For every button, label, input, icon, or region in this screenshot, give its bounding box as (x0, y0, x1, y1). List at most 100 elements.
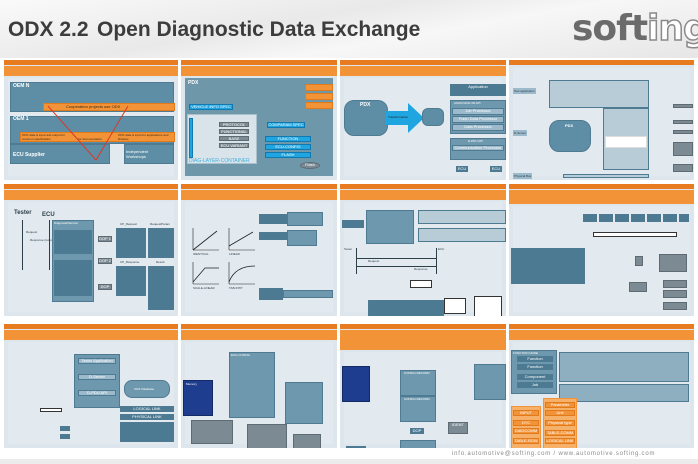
tester-app-box: Tester Application (78, 358, 116, 364)
vehicle-info-box: VEHICLE INFO SPEC (189, 104, 233, 110)
param-struct-box (474, 296, 502, 316)
pdx-db (549, 120, 591, 152)
container-label: DIAG-LAYER-CONTAINER (189, 158, 250, 164)
encoding-box-7 (679, 214, 689, 222)
panel-computation-methods: IDENTICAL LINEAR SCALE-LINEAR TAB-INTP (181, 184, 337, 316)
responses-group (54, 260, 92, 296)
right-block (659, 254, 687, 272)
request-arrow (356, 258, 436, 259)
vertical-bar (189, 118, 193, 158)
dpdu-box: D-PDU API (78, 390, 116, 396)
tab-intp-graph (228, 262, 256, 285)
test-app-box (549, 80, 649, 108)
center-small (635, 256, 643, 266)
protocol-box: PROTOCOL (219, 122, 249, 127)
right-config (285, 382, 323, 424)
logo-dark-part: soft (572, 8, 648, 49)
panel-description (4, 66, 178, 76)
linear-label: LINEAR (229, 252, 240, 256)
connector-box (40, 408, 62, 412)
orange-box-2 (305, 93, 333, 100)
odx-input-banner (20, 132, 175, 142)
right-config-record (474, 364, 506, 400)
ecu-config-box (229, 352, 275, 418)
physical-bus-bar (563, 174, 649, 178)
table-row-box: TABLE-ROW (513, 438, 539, 444)
application-box: Application (450, 84, 506, 96)
center-block (629, 282, 647, 292)
result-box (148, 266, 174, 310)
table-comm-box: TABLE-COMM (545, 430, 575, 436)
logical-link-box: LOGICAL LINK (120, 406, 174, 412)
diagcomm-box: DIAGCOMM (513, 428, 539, 434)
panel-diagnostic-service: Tester ECU Request Response (responded) … (4, 184, 178, 316)
dpdu-label: D-PDU API (468, 139, 484, 143)
contact-footer: info.automotive@softing.com / www.automo… (452, 451, 656, 457)
linear-graph-2 (228, 228, 255, 251)
response-arrow (356, 266, 436, 267)
pdx-label: PDX (188, 80, 199, 86)
func-dict-box: FUNCTION DICTIONARY (265, 136, 311, 142)
sub-box-1 (60, 426, 70, 431)
panel-config-record: CONFIG-RECORD CONFIG-RECORD DOP IDENT (340, 324, 506, 448)
encoding-box-1 (583, 214, 597, 222)
request-label: Request (26, 230, 38, 234)
function-node-label: FUNCTION NODE (513, 351, 538, 355)
base-variant-box: BASE VARIANT (219, 136, 249, 141)
side-box-4 (673, 142, 693, 156)
flash-box: FLASH (265, 152, 311, 158)
bottom-bar (0, 459, 698, 464)
bottom-box-1 (191, 420, 233, 444)
component-box: Component (517, 374, 553, 380)
cooperation-label: Cooperation projects use ODX (66, 104, 121, 109)
tester-lifeline (22, 220, 23, 270)
cp-response-label: CP_Response (120, 260, 140, 264)
byte-boxes (410, 280, 432, 288)
oem-n-label: OEM N (13, 83, 30, 89)
transformation-arrow (386, 103, 424, 133)
cp-request-box (116, 228, 146, 258)
comparam-box: COMPARAM SPEC (267, 122, 305, 128)
bottom-box-3 (293, 434, 321, 448)
physical-bus-label: Physical Bus (513, 173, 533, 179)
poster-header (0, 0, 698, 58)
cp-request-label: CP_Request (120, 222, 138, 226)
data-processor: Data Processor (452, 124, 504, 131)
panel-runtime-architecture: PDX Transformation Application ASAM MCD-… (340, 60, 506, 180)
logical-link-box: LOGICAL LINK (545, 438, 575, 444)
struct-box (444, 298, 466, 314)
side-box-3 (673, 130, 693, 134)
version-title: ODX 2.2 (8, 18, 89, 41)
config-record-2-label: CONFIG-RECORD (404, 397, 430, 401)
panel-function-dictionary: FUNCTION NODE Function Function Componen… (509, 324, 694, 448)
linear-graph (192, 228, 219, 251)
scale-linear-label: SCALE-LINEAR (193, 286, 215, 290)
odx-db-label: ODX Database (134, 387, 155, 391)
panel-ecu-config: ECU-CONFIG Memory (181, 324, 337, 448)
side-box-2 (673, 120, 693, 124)
panel-server-overview: Test application D-Server Physical Bus P… (509, 60, 694, 180)
diag-service-label: DiagnosticService (54, 221, 79, 225)
left-block (511, 248, 585, 284)
struct-box-5 (259, 288, 283, 300)
memory-label: Memory (186, 382, 197, 386)
attributes-table (559, 352, 689, 382)
v-model-line (47, 105, 129, 161)
ident-box: IDENT (448, 422, 468, 434)
right-block-4 (663, 302, 687, 310)
unit-box: Unit (545, 410, 575, 416)
panel-logical-link: Tester Application D-Server D-PDU API OD… (4, 324, 178, 448)
param-name-box: Parameter name (545, 402, 575, 408)
ecu-box-2: ECU (490, 166, 502, 172)
oem-doc-label: for documentation (78, 137, 103, 141)
odx-input-label: ODX data is input for applications and l… (118, 133, 169, 141)
functional-group-box: FUNCTIONAL GROUP (219, 129, 249, 134)
pdx-label: PDX (565, 123, 574, 128)
ecu-lifeline (436, 248, 437, 274)
oem-input-label: ODX data is input and output for common … (22, 133, 65, 141)
softing-logo: softing (572, 7, 698, 50)
panel-header (4, 60, 178, 65)
memory-box (342, 366, 370, 402)
poster-title: Open Diagnostic Data Exchange (97, 18, 421, 41)
workshops-lane (124, 144, 174, 164)
